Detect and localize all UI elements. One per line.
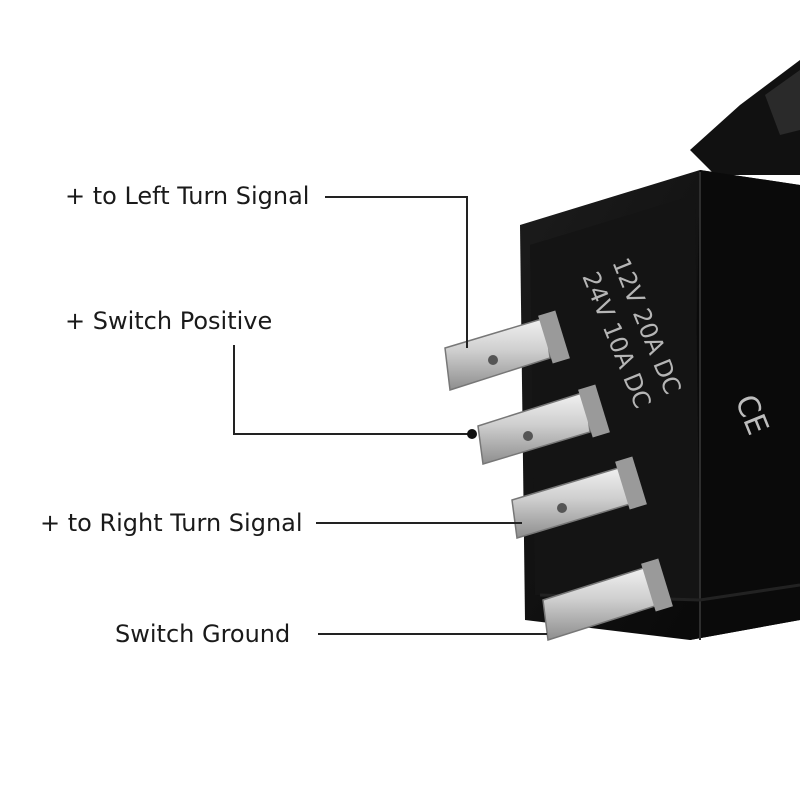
rocker-cap [690,60,800,175]
terminal-2 [477,384,610,465]
label-switch-ground: Switch Ground [115,620,291,648]
leader-line-left-turn [325,196,468,348]
label-right-turn-signal: + to Right Turn Signal [40,509,303,537]
terminal-4 [542,558,673,641]
leader-dot-switch-positive [467,429,477,439]
terminal-3 [511,456,647,539]
label-left-turn-signal: + to Left Turn Signal [65,182,310,210]
terminal-1 [444,310,570,391]
label-switch-positive: + Switch Positive [65,307,273,335]
leader-line-switch-positive [233,345,472,435]
